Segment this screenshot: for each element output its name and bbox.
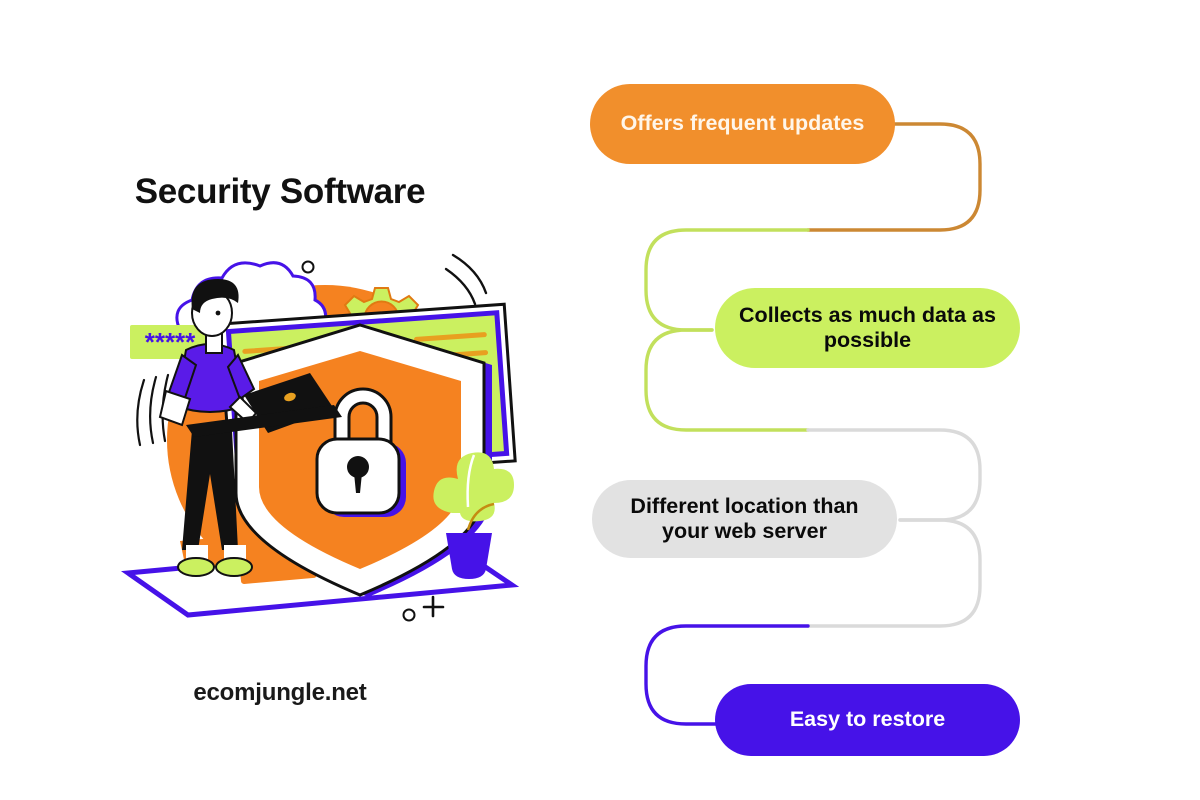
flow-connector-lines <box>644 122 982 726</box>
connector-orange <box>806 122 982 232</box>
watermark: ecomjungle.net <box>193 679 367 706</box>
motion-arc-icon <box>136 378 146 447</box>
flow-step-3[interactable]: Different location than your web server <box>592 480 897 558</box>
person-with-laptop <box>158 279 342 577</box>
connector-gray-upper <box>806 428 982 522</box>
flow-step-2[interactable]: Collects as much data as possible <box>715 288 1020 368</box>
motion-arc-icon <box>451 253 488 295</box>
flow-step-1[interactable]: Offers frequent updates <box>590 84 895 164</box>
connector-green-lower <box>644 328 810 432</box>
potted-plant-icon <box>433 452 514 579</box>
connector-purple <box>644 624 810 726</box>
page-title: Security Software <box>134 172 426 211</box>
security-software-illustration: ***** <box>120 253 520 622</box>
motion-arc-icon <box>444 267 477 306</box>
connector-green-upper <box>644 228 810 332</box>
flow-step-4[interactable]: Easy to restore <box>715 684 1020 756</box>
padlock-icon <box>315 387 406 517</box>
flow-step-1-label: Offers frequent updates <box>620 111 865 136</box>
ring-icon <box>301 260 315 274</box>
ring-icon <box>402 608 416 622</box>
flow-step-2-label: Collects as much data as possible <box>739 302 996 352</box>
connector-gray-lower <box>806 518 982 628</box>
left-panel: Security Software <box>0 0 560 800</box>
motion-arc-icon <box>149 375 158 445</box>
flow-diagram: Offers frequent updates Collects as much… <box>560 0 1200 800</box>
flow-step-3-label: Different location than your web server <box>630 493 859 543</box>
flow-step-4-label: Easy to restore <box>789 707 946 732</box>
sparkle-icon <box>422 595 445 618</box>
